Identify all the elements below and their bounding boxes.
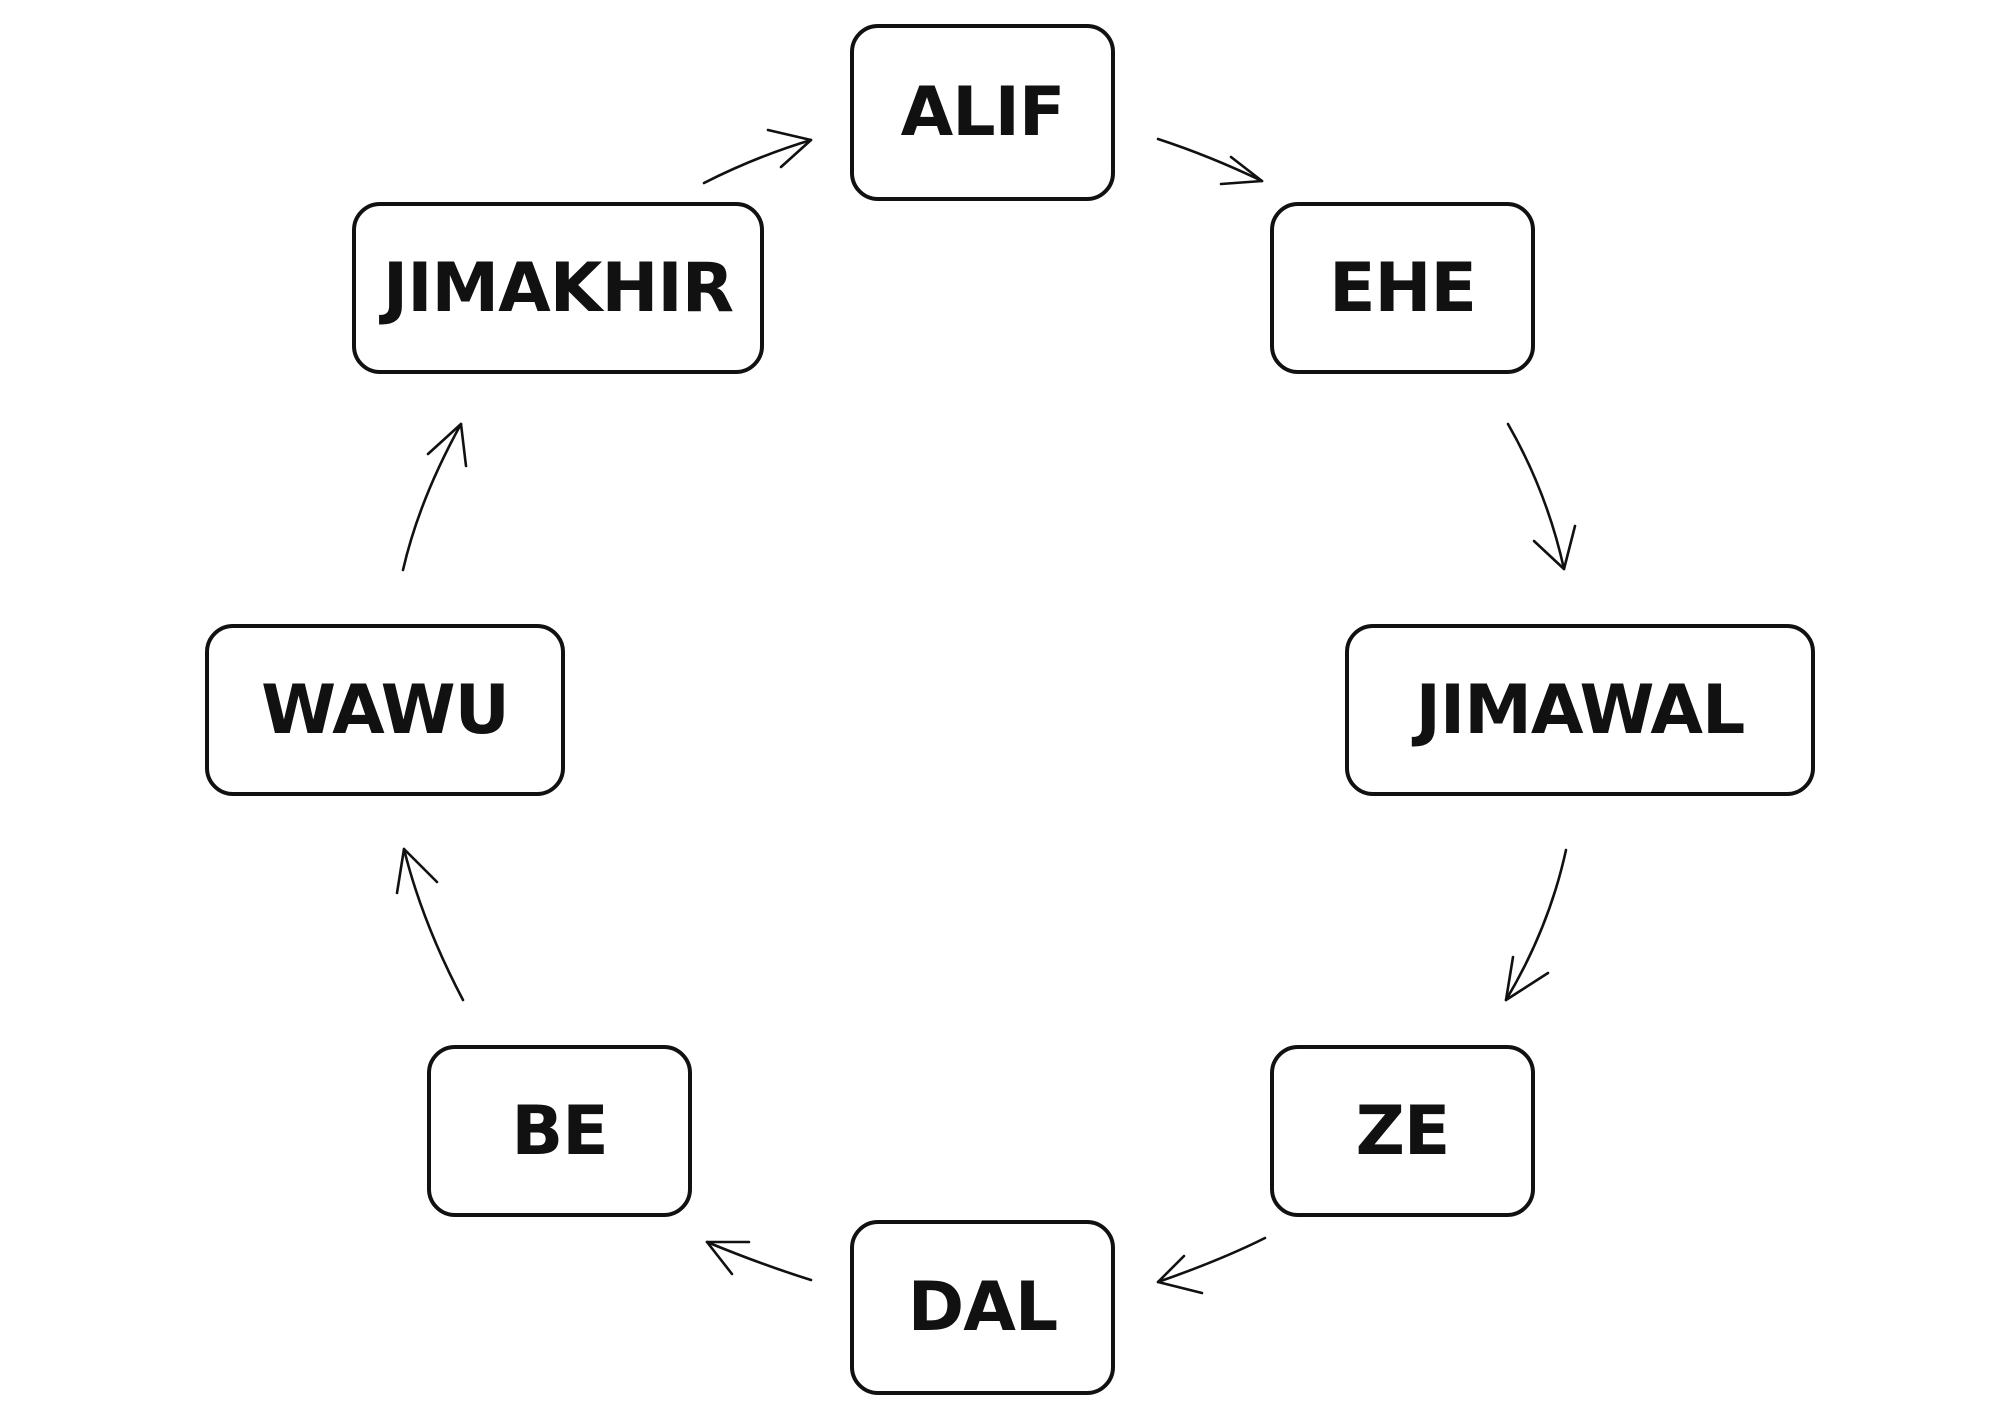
arrow-dal-to-be — [705, 1240, 813, 1282]
node-ze: ZE — [1270, 1045, 1535, 1217]
node-label-ehe: EHE — [1329, 248, 1477, 328]
arrow-jimawal-to-ze — [1504, 848, 1568, 1002]
arrow-ze-to-dal — [1156, 1236, 1267, 1295]
node-alif: ALIF — [850, 24, 1115, 201]
node-label-be: BE — [511, 1091, 608, 1171]
arrow-wawu-to-jimakhir — [401, 422, 468, 572]
node-wawu: WAWU — [205, 624, 565, 796]
arrow-be-to-wawu — [395, 847, 465, 1002]
node-ehe: EHE — [1270, 202, 1535, 374]
node-dal: DAL — [850, 1220, 1115, 1395]
node-label-dal: DAL — [907, 1268, 1058, 1347]
arrow-alif-to-ehe — [1156, 137, 1264, 186]
node-label-jimawal: JIMAWAL — [1415, 670, 1746, 750]
node-label-alif: ALIF — [900, 73, 1066, 152]
node-label-jimakhir: JIMAKHIR — [382, 248, 734, 328]
node-be: BE — [427, 1045, 692, 1217]
node-label-ze: ZE — [1355, 1091, 1451, 1171]
arrow-ehe-to-jimawal — [1506, 422, 1577, 571]
node-jimawal: JIMAWAL — [1345, 624, 1815, 796]
node-label-wawu: WAWU — [261, 670, 510, 750]
arrow-jimakhir-to-alif — [702, 128, 813, 185]
node-jimakhir: JIMAKHIR — [352, 202, 764, 374]
